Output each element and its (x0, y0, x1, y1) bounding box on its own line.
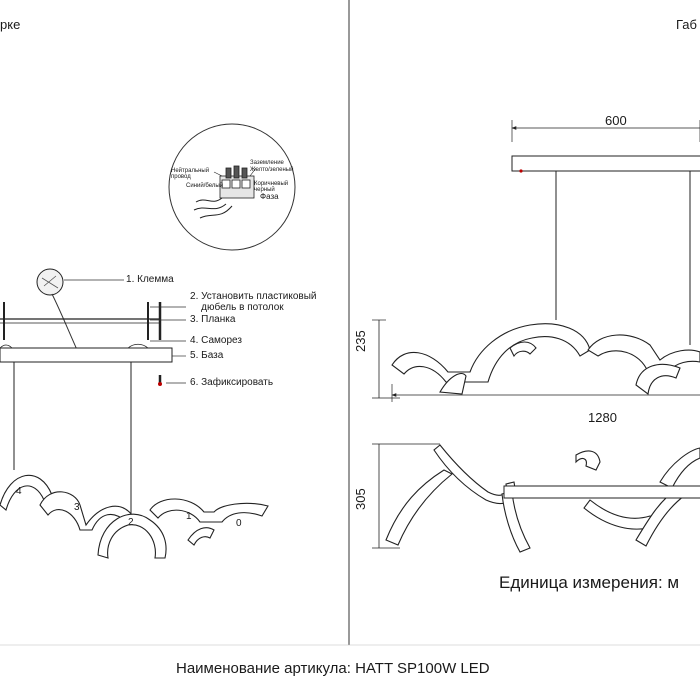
wire-icon (195, 197, 223, 203)
dimension-height: 235 (353, 330, 368, 352)
arc-number: 4 (16, 486, 22, 497)
neutral-wire-label: Нейтральный провод (171, 168, 210, 180)
wire-icon (193, 203, 227, 211)
dimension-length: 1280 (588, 410, 617, 425)
wave-lamp (0, 474, 269, 559)
base-plate (0, 347, 173, 363)
terminal-block-icon (219, 165, 255, 199)
units-note: Единица измерения: м (499, 573, 680, 592)
step-3: 3. Планка (190, 314, 236, 325)
ground-wire-color: Желто/зеленый (250, 167, 294, 173)
step-text: Планка (201, 314, 236, 325)
step-1: 1. Клемма (126, 274, 174, 285)
step-6: 6. Зафиксировать (190, 377, 274, 388)
top-view (372, 443, 700, 553)
arc-number: 2 (128, 517, 134, 528)
screw-icon (3, 302, 162, 386)
install-drawing (0, 268, 269, 559)
canopy-bar (511, 155, 700, 172)
front-view (372, 120, 700, 402)
step-5: 5. База (190, 350, 224, 361)
connection-inset (168, 123, 296, 251)
step-text: Клемма (137, 274, 174, 285)
arc-number: 1 (186, 511, 192, 522)
step-number: 6 (190, 377, 196, 388)
step-text: База (201, 350, 224, 361)
arc-number: 3 (74, 502, 80, 513)
canopy-top (503, 485, 700, 499)
dimension-width: 600 (605, 113, 627, 128)
arc-number: 0 (236, 518, 242, 529)
clamp-icon (36, 268, 64, 296)
phase-wire-color: Коричневый черный (254, 181, 289, 193)
dimension-depth: 305 (353, 488, 368, 510)
step-text: Зафиксировать (201, 377, 274, 388)
article-name: Наименование артикула: HATT SP100W LED (176, 660, 490, 677)
step-text: Установить пластиковый дюбель в потолок (201, 291, 317, 313)
step-4: 4. Саморез (190, 335, 242, 346)
step-number: 1 (126, 274, 132, 285)
wave-lamp-front (391, 323, 700, 396)
phase-wire-label: Фаза (260, 192, 279, 201)
right-section-title: Габ (676, 17, 697, 32)
step-number: 2 (190, 291, 196, 302)
step-number: 4 (190, 335, 196, 346)
step-number: 5 (190, 350, 196, 361)
step-2: 2. Установить пластиковый дюбель в потол… (190, 291, 323, 313)
neutral-wire-color: Синий/белый (186, 183, 224, 189)
step-number: 3 (190, 314, 196, 325)
wire-icon (199, 205, 233, 219)
wave-lamp-top (385, 444, 700, 553)
step-text: Саморез (201, 335, 242, 346)
ground-wire-label: Заземление (250, 160, 284, 166)
step-leaders (64, 279, 186, 384)
left-section-title: рке (0, 17, 21, 32)
